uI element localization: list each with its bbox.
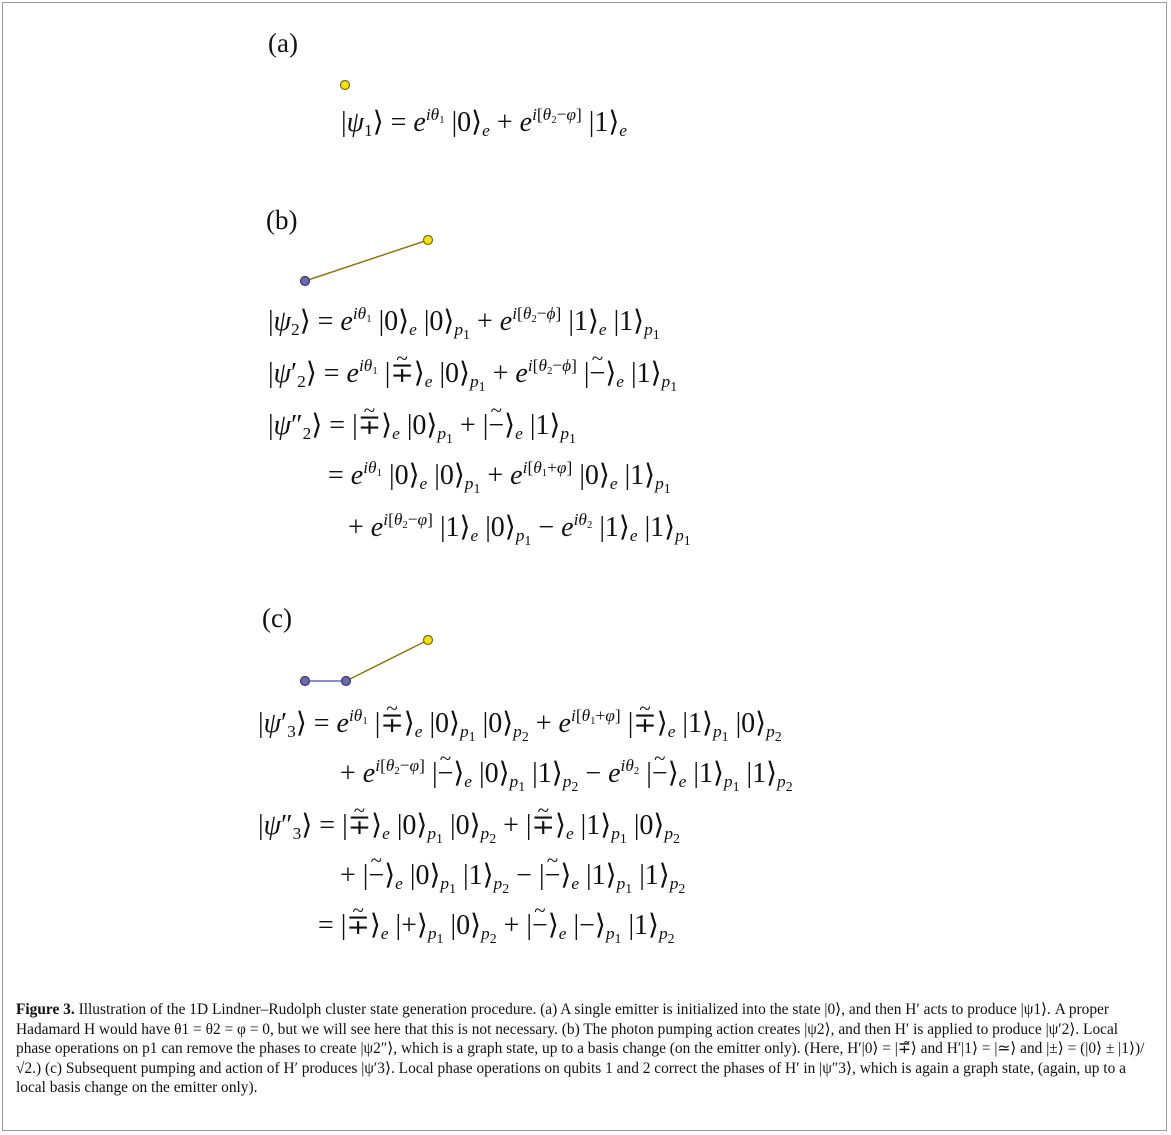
equation-psi2-prime: |ψ′2⟩ = eiθ1 |∓⟩e |0⟩p1 + ei[θ2−ϕ] |−⟩e … [268,348,677,394]
equation-psi1: |ψ1⟩ = eiθ1 |0⟩e + ei[θ2−φ] |1⟩e [341,105,628,141]
panel-label-b: (b) [266,205,298,235]
equation-psi3-double-prime: |ψ″3⟩ = |∓⟩e |0⟩p1 |0⟩p2 + |∓⟩e |1⟩p1 |0… [258,800,680,846]
equation-psi2-expansion-2: + ei[θ2−φ] |1⟩e |0⟩p1 − eiθ2 |1⟩e |1⟩p1 [348,510,691,550]
figure-caption: Figure 3. Illustration of the 1D Lindner… [16,1000,1156,1098]
panel-label-a: (a) [268,28,298,58]
equation-psi2-expansion-1: = eiθ1 |0⟩e |0⟩p1 + ei[θ1+φ] |0⟩e |1⟩p1 [328,458,671,498]
equation-psi3-prime: |ψ′3⟩ = eiθ1 |∓⟩e |0⟩p1 |0⟩p2 + ei[θ1+φ]… [258,698,782,744]
equation-psi2: |ψ2⟩ = eiθ1 |0⟩e |0⟩p1 + ei[θ2−ϕ] |1⟩e |… [268,304,660,344]
caption-text: Illustration of the 1D Lindner–Rudolph c… [16,1001,1145,1096]
equation-psi3-double-prime-cont: + |−⟩e |0⟩p1 |1⟩p2 − |−⟩e |1⟩p1 |1⟩p2 [340,850,685,896]
panel-label-c: (c) [262,603,292,633]
figure-label: Figure 3. [16,1001,75,1018]
equation-psi3-graph-form: = |∓⟩e |+⟩p1 |0⟩p2 + |−⟩e |−⟩p1 |1⟩p2 [318,900,675,946]
equation-psi3-prime-cont: + ei[θ2−φ] |−⟩e |0⟩p1 |1⟩p2 − eiθ2 |−⟩e … [340,748,793,794]
equation-psi2-double-prime: |ψ″2⟩ = |∓⟩e |0⟩p1 + |−⟩e |1⟩p1 [268,400,576,446]
